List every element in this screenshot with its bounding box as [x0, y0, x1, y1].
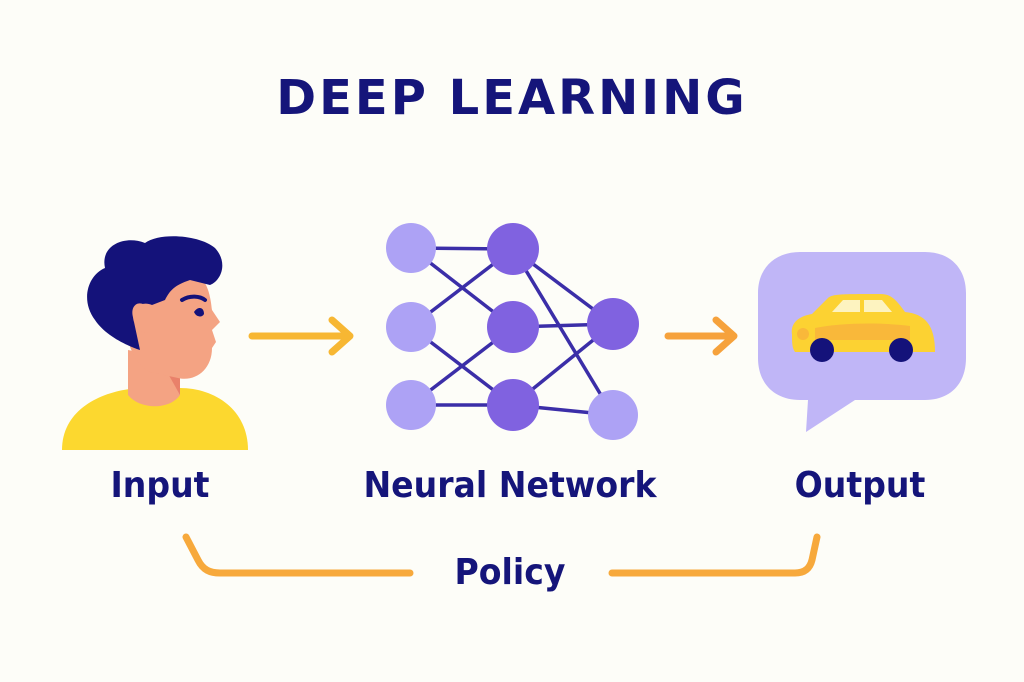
- car-wheel-rear: [889, 338, 913, 362]
- car-speech-bubble-icon: [758, 252, 966, 432]
- person-ear: [132, 303, 148, 333]
- neural-network-label: Neural Network: [363, 465, 657, 506]
- car-wheel-front: [810, 338, 834, 362]
- arrow-input-to-network: [248, 316, 354, 356]
- person-eye: [194, 308, 204, 317]
- policy-loop-right: [608, 533, 821, 577]
- car-window-rear: [864, 300, 892, 312]
- network-nodes: [386, 223, 639, 440]
- input-node: [386, 302, 436, 352]
- input-label: Input: [110, 465, 210, 506]
- car-stripe: [815, 323, 910, 340]
- person-profile-icon: [62, 236, 248, 450]
- output-node: [588, 390, 638, 440]
- policy-label: Policy: [454, 552, 566, 593]
- output-label: Output: [794, 465, 926, 506]
- hidden-node: [487, 301, 539, 353]
- person-eyebrow: [180, 294, 207, 302]
- output-node: [587, 298, 639, 350]
- person-shirt: [62, 388, 248, 450]
- policy-loop: [182, 533, 821, 577]
- diagram-title: DEEP LEARNING: [276, 70, 748, 126]
- policy-loop-left: [182, 533, 414, 577]
- car-headlight: [797, 328, 809, 340]
- hidden-node: [487, 379, 539, 431]
- arrow-network-to-output: [664, 316, 738, 356]
- hidden-node: [487, 223, 539, 275]
- input-node: [386, 223, 436, 273]
- input-node: [386, 380, 436, 430]
- person-hair: [87, 236, 223, 350]
- car-window-front: [832, 300, 860, 312]
